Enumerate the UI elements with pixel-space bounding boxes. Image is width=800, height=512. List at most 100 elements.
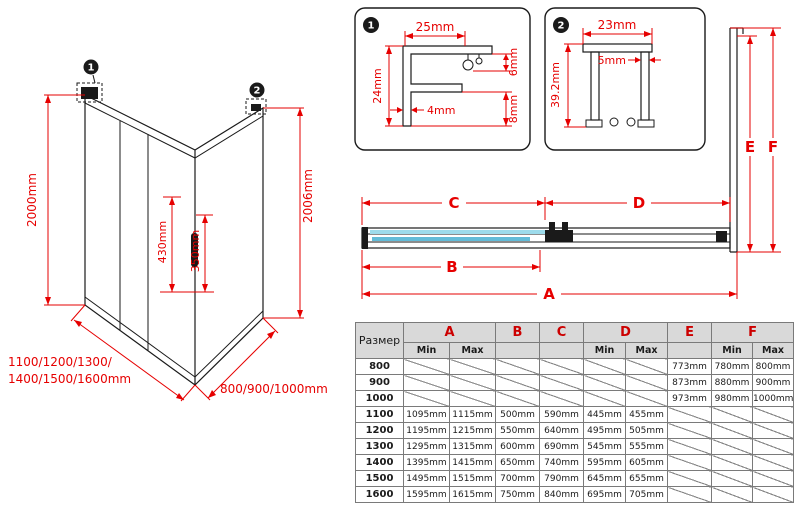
- roller-stems: [467, 54, 480, 60]
- value-cell: 445mm: [583, 406, 626, 423]
- dim-23mm: 23mm: [582, 18, 653, 44]
- dim-39mm: 39.2mm: [549, 43, 586, 128]
- dim-6mm-label: 6mm: [507, 48, 520, 76]
- dim-f-label: F: [768, 138, 778, 156]
- value-cell: [711, 486, 754, 503]
- value-cell: [752, 470, 795, 487]
- wall-profile-top: [582, 43, 653, 53]
- dim-side-width: 800/900/1000mm: [194, 317, 328, 401]
- value-cell: 750mm: [495, 486, 540, 503]
- roller-carriage: [545, 230, 573, 242]
- detail-1-frame: [354, 7, 531, 151]
- d-min-header: Min: [583, 342, 626, 359]
- value-cell: 500mm: [495, 406, 540, 423]
- value-cell: [752, 406, 795, 423]
- size-cell: 1400: [355, 454, 404, 471]
- dim-a: A: [362, 252, 738, 303]
- wall-profile-plan: [729, 27, 744, 253]
- roller-wheel: [462, 59, 474, 71]
- value-cell: 1615mm: [449, 486, 496, 503]
- value-cell: 773mm: [667, 358, 713, 375]
- value-cell: [667, 422, 713, 439]
- dim-handle-350: 350mm: [189, 215, 208, 292]
- size-table: Размер A B C D E F Min Max Min Max Min M…: [355, 322, 795, 503]
- value-cell: 1415mm: [449, 454, 496, 471]
- value-cell: [752, 486, 795, 503]
- rail-profile-section: [402, 45, 493, 127]
- value-cell: [667, 454, 713, 471]
- e-subheader: [667, 342, 713, 359]
- rail-end-cap: [362, 227, 368, 249]
- profile-foot-left: [585, 119, 603, 128]
- dim-door-width: 1100/1200/1300/ 1400/1500/1600mm: [8, 304, 196, 402]
- column-header-c: C: [539, 322, 584, 343]
- dim-6mm: 6mm: [473, 48, 520, 76]
- value-cell: 840mm: [539, 486, 584, 503]
- dim-8mm: 8mm: [411, 91, 520, 127]
- value-cell: 645mm: [583, 470, 626, 487]
- value-cell: [403, 374, 450, 391]
- value-cell: 973mm: [667, 390, 713, 407]
- roller-hook: [475, 57, 483, 65]
- callout-1-number: 1: [88, 63, 95, 74]
- column-header-e: E: [667, 322, 713, 343]
- value-cell: 880mm: [711, 374, 754, 391]
- value-cell: [495, 358, 540, 375]
- value-cell: [539, 358, 584, 375]
- dim-handle-430-label: 430mm: [156, 221, 169, 263]
- sliding-door-edges: [119, 121, 149, 351]
- value-cell: 590mm: [539, 406, 584, 423]
- dim-25mm-label: 25mm: [416, 20, 455, 34]
- value-cell: [403, 358, 450, 375]
- value-cell: 1215mm: [449, 422, 496, 439]
- dim-e-label: E: [745, 138, 755, 156]
- dim-e: E: [737, 35, 781, 253]
- value-cell: [752, 422, 795, 439]
- dim-c-label: C: [448, 194, 459, 212]
- dim-height-left-2000: 2000mm: [25, 94, 85, 306]
- rail-bracket-2: [251, 104, 261, 111]
- side-panel-outline: [194, 106, 264, 386]
- value-cell: [667, 470, 713, 487]
- door-widths-label-2: 1400/1500/1600mm: [8, 372, 131, 386]
- value-cell: 1095mm: [403, 406, 450, 423]
- value-cell: 740mm: [539, 454, 584, 471]
- column-header-f: F: [711, 322, 795, 343]
- door-widths-label-1: 1100/1200/1300/: [8, 355, 113, 369]
- value-cell: [495, 374, 540, 391]
- carriage-hook-1: [549, 222, 555, 231]
- value-cell: 705mm: [624, 486, 669, 503]
- value-cell: 1195mm: [403, 422, 450, 439]
- value-cell: [583, 390, 626, 407]
- wall-fitting: [716, 231, 727, 242]
- size-cell: 1600: [355, 486, 404, 503]
- c-subheader: [539, 342, 584, 359]
- callout-1-circle: [83, 59, 99, 75]
- value-cell: 1295mm: [403, 438, 450, 455]
- value-cell: 1495mm: [403, 470, 450, 487]
- value-cell: 700mm: [495, 470, 540, 487]
- dim-39mm-label: 39.2mm: [549, 62, 562, 108]
- value-cell: 780mm: [711, 358, 754, 375]
- value-cell: [667, 486, 713, 503]
- value-cell: [624, 390, 669, 407]
- profile-clip-2: [626, 117, 636, 127]
- value-cell: 505mm: [624, 422, 669, 439]
- dim-height-left-label: 2000mm: [25, 173, 39, 227]
- f-min-header: Min: [711, 342, 754, 359]
- profile-clip-1: [609, 117, 619, 127]
- value-cell: [752, 438, 795, 455]
- dim-5mm-label: 5mm: [598, 54, 626, 67]
- a-max-header: Max: [449, 342, 496, 359]
- dim-8mm-label: 8mm: [507, 95, 520, 123]
- d-max-header: Max: [624, 342, 669, 359]
- table-header-row-2: Min Max Min Max Min Max: [356, 342, 795, 359]
- value-cell: 495mm: [583, 422, 626, 439]
- callout-1-leader: [92, 74, 96, 84]
